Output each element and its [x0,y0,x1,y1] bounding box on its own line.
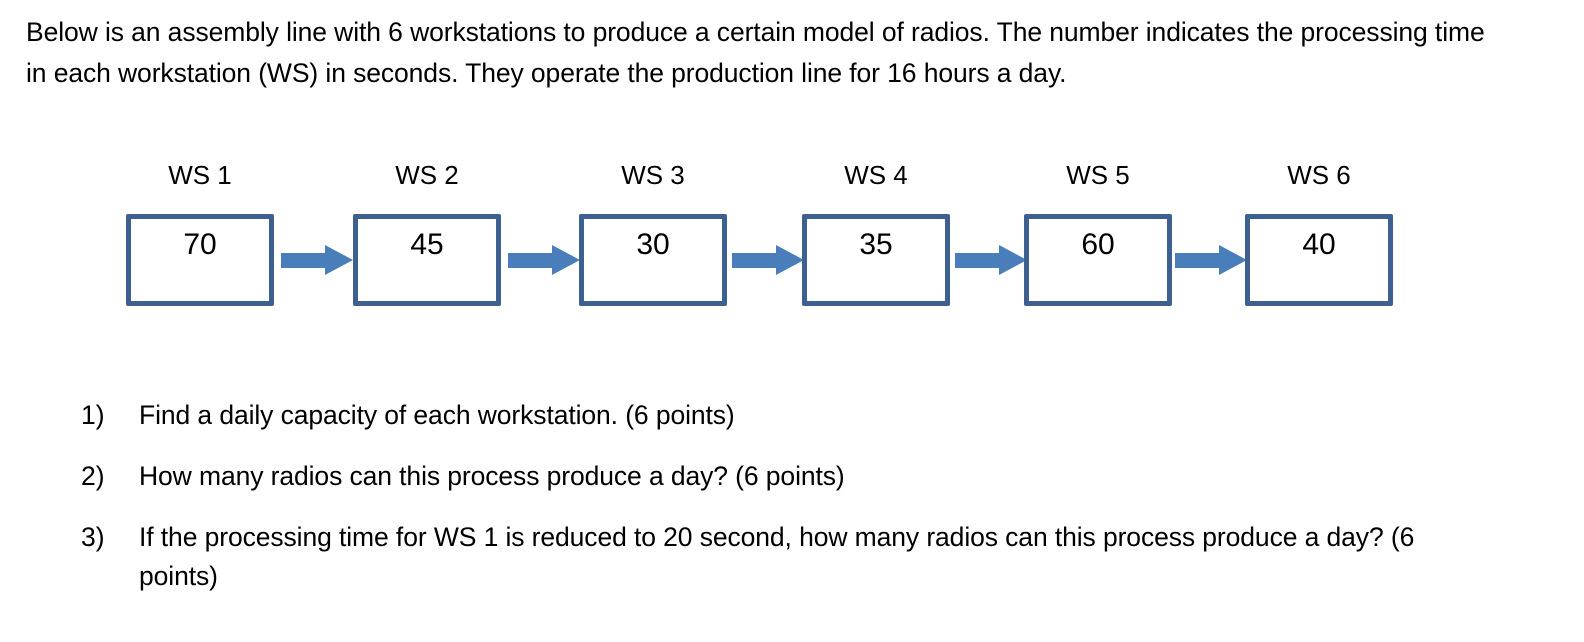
workstation-2-box: 45 [353,214,501,306]
workstation-2-time: 45 [410,228,444,261]
workstation-4-box: 35 [802,214,950,306]
workstation-6-time: 40 [1302,228,1336,261]
question-marker-2: 2) [81,461,105,491]
workstation-5-label: WS 5 [1066,160,1130,190]
question-item-1: 1) Find a daily capacity of each worksta… [0,396,1520,435]
assembly-line-diagram: WS 1 70 WS 2 45 WS 3 30 WS 4 35 [0,160,1584,320]
arrow-head [1219,245,1247,275]
arrow-shaft [508,253,554,268]
workstation-6-label: WS 6 [1287,160,1351,190]
workstation-1-label: WS 1 [168,160,232,190]
workstation-4-label: WS 4 [844,160,908,190]
question-item-3: 3) If the processing time for WS 1 is re… [0,518,1520,596]
question-text-1: Find a daily capacity of each workstatio… [139,400,735,430]
arrow-shaft [732,253,778,268]
arrow-shaft [955,253,1001,268]
arrow-head [325,245,353,275]
workstation-1-time: 70 [183,228,217,261]
flow-arrow-3-icon [732,245,804,275]
flow-arrow-2-icon [508,245,580,275]
workstation-4-time: 35 [859,228,893,261]
workstation-2-label: WS 2 [395,160,459,190]
workstation-5-time: 60 [1081,228,1115,261]
question-text-3: If the processing time for WS 1 is reduc… [139,522,1415,591]
arrow-head [552,245,580,275]
question-text-2: How many radios can this process produce… [139,461,845,491]
question-marker-3: 3) [81,522,105,552]
arrow-head [776,245,804,275]
arrow-shaft [1175,253,1221,268]
question-item-2: 2) How many radios can this process prod… [0,457,1520,496]
workstation-3-box: 30 [579,214,727,306]
question-list: 1) Find a daily capacity of each worksta… [0,396,1520,618]
flow-arrow-1-icon [281,245,353,275]
question-marker-1: 1) [81,400,105,430]
workstation-5-box: 60 [1024,214,1172,306]
workstation-6-box: 40 [1245,214,1393,306]
flow-arrow-5-icon [1175,245,1247,275]
flow-arrow-4-icon [955,245,1027,275]
workstation-3-label: WS 3 [621,160,685,190]
arrow-head [999,245,1027,275]
workstation-1-box: 70 [126,214,274,306]
intro-paragraph: Below is an assembly line with 6 worksta… [26,17,1485,88]
arrow-shaft [281,253,327,268]
workstation-3-time: 30 [636,228,670,261]
